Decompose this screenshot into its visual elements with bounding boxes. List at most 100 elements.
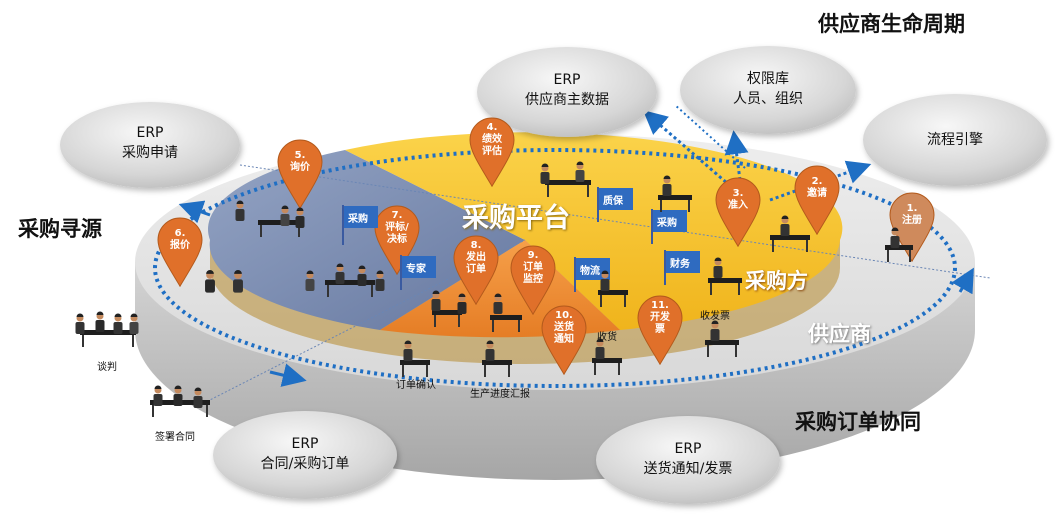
pin-label-line: 询价 <box>290 162 310 173</box>
activity-progress-report: 生产进度汇报 <box>470 389 530 400</box>
person-figure <box>457 293 467 314</box>
flags <box>342 187 700 292</box>
pin-label-line: 10. <box>555 310 573 321</box>
flag-expert <box>400 255 436 290</box>
pin-label-line: 准入 <box>728 200 748 211</box>
desk <box>258 220 302 225</box>
person-figure <box>205 270 215 293</box>
person-figure <box>335 263 345 284</box>
pin-label-line: 决标 <box>387 234 407 245</box>
bubble-text-workflow-engine: 流程引擎 <box>895 130 1015 150</box>
flag-label-purchasing-a: 采购 <box>348 214 368 225</box>
pin-label-step-1: 1.注册 <box>886 203 938 227</box>
pin-label-line: 5. <box>294 150 306 161</box>
pin-label-line: 评标/ <box>385 222 409 233</box>
pin-step-2 <box>794 165 840 236</box>
pin-label-line: 1. <box>906 203 918 214</box>
desk <box>770 235 810 240</box>
pin-label-line: 8. <box>470 240 482 251</box>
desk <box>658 195 692 200</box>
pin-label-line: 订单 <box>466 264 486 275</box>
bubble-erp-delivery-invoice <box>596 416 780 504</box>
bubble-erp-supplier-master <box>477 47 657 137</box>
desk <box>705 340 739 345</box>
pin-label-line: 发出 <box>466 252 486 263</box>
pin-label-line: 注册 <box>902 215 922 226</box>
pin-step-9 <box>510 245 556 316</box>
pin-label-step-7: 7.评标/决标 <box>371 210 423 246</box>
pin-label-line: 绩效 <box>482 134 502 145</box>
person-figure <box>780 215 790 236</box>
pin-step-11 <box>637 295 683 366</box>
activity-sign-contract: 签署合同 <box>155 432 195 443</box>
arrow-to-workflow <box>769 160 872 202</box>
person-figure <box>113 313 123 334</box>
person-figure <box>540 163 550 184</box>
pin-step-4 <box>469 117 515 188</box>
person-figure <box>403 340 413 361</box>
section-supplier: 供应商 <box>808 322 871 346</box>
bubble-line: 权限库 <box>747 71 789 87</box>
person-figure <box>662 175 672 196</box>
person-figure <box>305 270 315 291</box>
pin-label-line: 9. <box>527 250 539 261</box>
bubble-line: 人员、组织 <box>733 91 803 107</box>
pin-step-3 <box>715 177 761 248</box>
person-figure <box>431 290 441 311</box>
pin-step-8 <box>453 235 499 306</box>
pin-label-line: 2. <box>811 176 823 187</box>
desk <box>400 360 430 365</box>
desk <box>482 360 512 365</box>
bubble-line: ERP <box>553 72 581 88</box>
bubble-line: 供应商主数据 <box>525 92 609 108</box>
flag-label-finance: 财务 <box>670 259 690 270</box>
pin-step-7 <box>374 205 420 276</box>
pin-label-step-10: 10.送货通知 <box>538 310 590 346</box>
pin-label-line: 评估 <box>482 146 502 157</box>
flag-label-logistics: 物流 <box>580 266 600 277</box>
bubble-text-erp-delivery-invoice: ERP 送货通知/发票 <box>613 439 763 479</box>
person-figure <box>713 257 723 278</box>
section-platform: 采购平台 <box>462 203 570 234</box>
person-figure <box>193 387 203 408</box>
pin-label-line: 邀请 <box>807 188 827 199</box>
arrow-to-permission <box>724 130 749 181</box>
section-buyer: 采购方 <box>745 269 808 293</box>
pin-label-step-8: 8.发出订单 <box>450 240 502 276</box>
pin-label-step-3: 3.准入 <box>712 188 764 212</box>
bubble-line: 采购申请 <box>122 145 178 161</box>
bubble-workflow-engine <box>863 94 1047 186</box>
pin-label-step-11: 11.开发票 <box>634 300 686 336</box>
pin-label-line: 票 <box>655 324 665 335</box>
pin-label-line: 监控 <box>523 274 543 285</box>
person-figure <box>357 265 367 286</box>
pin-label-step-6: 6.报价 <box>154 228 206 252</box>
person-figure <box>75 313 85 334</box>
flag-label-expert: 专家 <box>406 264 426 275</box>
pin-label-line: 通知 <box>554 334 574 345</box>
ring-arrow-left <box>178 200 211 224</box>
pin-label-line: 3. <box>732 188 744 199</box>
bubble-line: ERP <box>291 436 319 452</box>
flag-finance <box>664 250 700 285</box>
person-figure <box>153 385 163 406</box>
person-figure <box>890 227 900 248</box>
bubble-line: ERP <box>674 441 702 457</box>
person-figure <box>280 205 290 226</box>
desk <box>490 315 522 320</box>
pin-label-step-9: 9.订单监控 <box>507 250 559 286</box>
pin-label-step-2: 2.邀请 <box>791 176 843 200</box>
pin-label-step-4: 4.绩效评估 <box>466 122 518 158</box>
divider-line-left <box>199 239 526 406</box>
ring-arrow-right <box>951 267 974 295</box>
bubble-permission-db <box>680 46 856 134</box>
person-figure <box>375 270 385 291</box>
desk <box>432 310 462 315</box>
pin-label-line: 订单 <box>523 262 543 273</box>
pin-label-step-5: 5.询价 <box>274 150 326 174</box>
person-figure <box>485 340 495 361</box>
activity-receive-goods: 收货 <box>597 332 617 343</box>
bubble-line: 合同/采购订单 <box>260 456 350 472</box>
pin-step-6 <box>157 217 203 288</box>
desk <box>80 330 136 335</box>
